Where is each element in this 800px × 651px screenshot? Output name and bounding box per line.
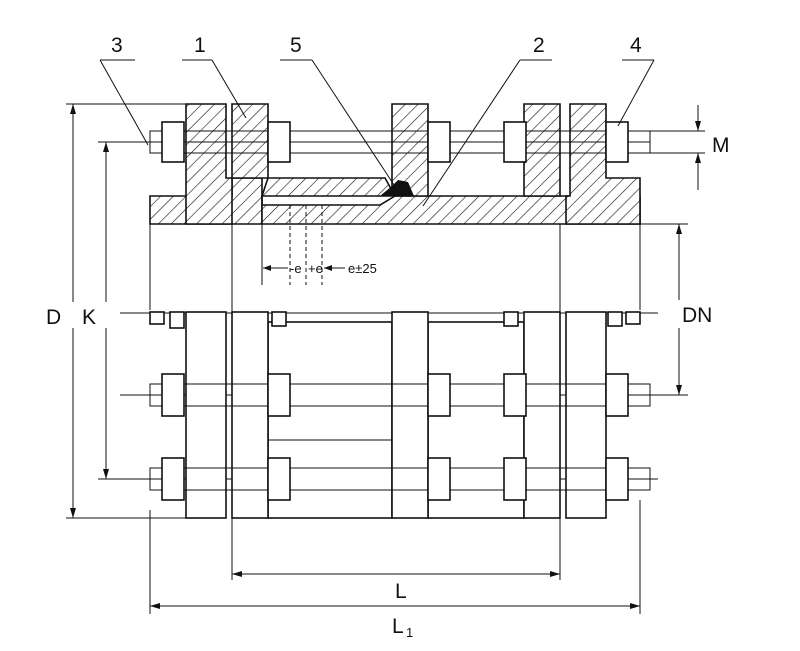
- nut-top-1: [161, 121, 185, 163]
- dim-M-label: M: [712, 134, 730, 157]
- nut-top-4: [503, 121, 527, 163]
- outside-view: [120, 224, 658, 519]
- seal-ring: [380, 180, 414, 196]
- callout-1: 1: [182, 34, 247, 119]
- dim-K-label: K: [82, 306, 96, 329]
- callout-2-label: 2: [533, 34, 545, 57]
- dim-D: D: [46, 103, 186, 519]
- callout-4: 4: [617, 34, 655, 127]
- flange-5: [565, 311, 607, 519]
- nut-top-5: [605, 121, 629, 163]
- dim-K: K: [82, 141, 150, 480]
- left-flange-b: [231, 103, 269, 179]
- callout-5: 5: [280, 34, 397, 189]
- flange-1: [185, 311, 227, 519]
- callout-4-label: 4: [630, 34, 642, 57]
- sleeve-body: [260, 177, 397, 197]
- dim-M: M: [640, 105, 730, 190]
- dim-L1-subscript: 1: [406, 625, 413, 640]
- section-view: [149, 103, 651, 285]
- flange-4: [523, 311, 561, 519]
- dim-L: L: [231, 224, 561, 603]
- dim-L1: L 1: [149, 500, 641, 640]
- flange-2: [231, 311, 269, 519]
- dim-D-label: D: [46, 306, 61, 329]
- gap-dimension: -e +e e±25: [263, 261, 377, 276]
- plus-e-label: +e: [308, 261, 323, 276]
- nut-top-3: [427, 121, 451, 163]
- dim-L1-label: L: [392, 615, 404, 638]
- right-flange-a: [523, 103, 561, 197]
- right-flange-b: [565, 103, 641, 225]
- left-flange-a: [185, 103, 233, 225]
- dim-DN-label: DN: [682, 304, 712, 327]
- callout-3: 3: [99, 34, 149, 146]
- e-tolerance-label: e±25: [348, 261, 377, 276]
- dim-DN: DN: [640, 223, 716, 396]
- dim-L-label: L: [395, 580, 407, 603]
- callout-5-label: 5: [290, 34, 302, 57]
- flange-3: [391, 311, 429, 519]
- minus-e-label: -e: [290, 261, 302, 276]
- callout-2: 2: [422, 34, 552, 207]
- callout-1-label: 1: [194, 34, 206, 57]
- callout-3-label: 3: [111, 34, 123, 57]
- nut-top-2: [267, 121, 291, 163]
